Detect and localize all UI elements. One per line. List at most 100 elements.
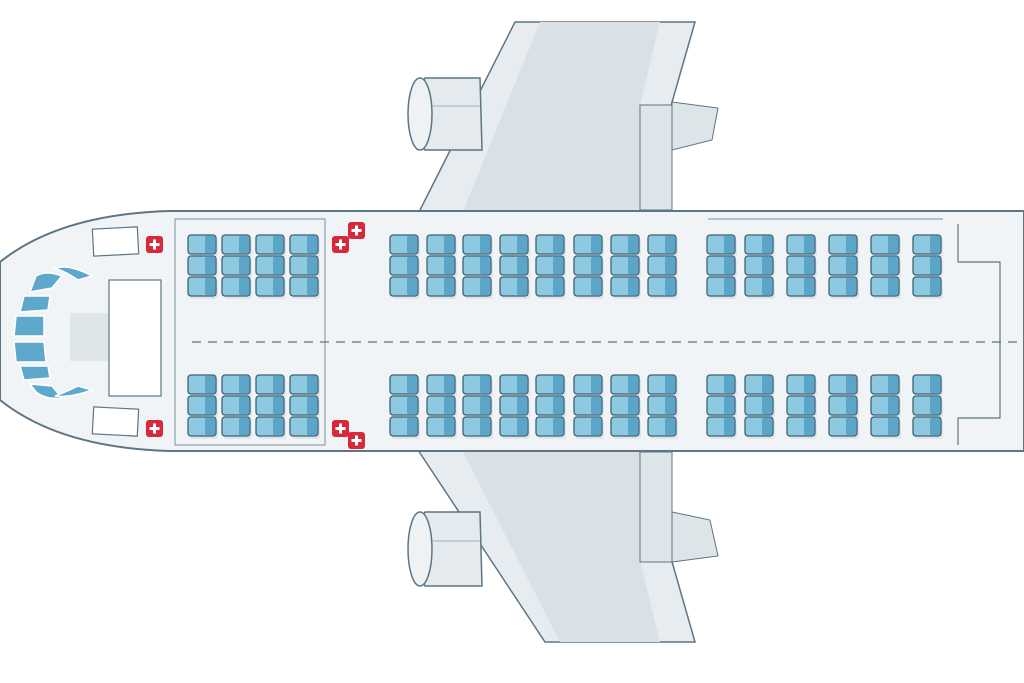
seat-middle-upper-3-3[interactable] xyxy=(462,276,493,299)
seat-front-upper-1-1[interactable] xyxy=(187,234,218,257)
seat-rear-lower-3-2[interactable] xyxy=(786,395,817,418)
seat-front-lower-4-3[interactable] xyxy=(289,416,320,439)
seat-middle-upper-4-2[interactable] xyxy=(499,255,530,278)
seat-front-lower-3-3[interactable] xyxy=(255,416,286,439)
seat-rear-lower-3-1[interactable] xyxy=(786,374,817,397)
seat-front-upper-1-2[interactable] xyxy=(187,255,218,278)
seat-front-lower-3-1[interactable] xyxy=(255,374,286,397)
seat-middle-lower-5-1[interactable] xyxy=(535,374,566,397)
seat-middle-lower-7-3[interactable] xyxy=(610,416,641,439)
seat-rear-upper-5-3[interactable] xyxy=(870,276,901,299)
seat-middle-lower-2-1[interactable] xyxy=(426,374,457,397)
seat-middle-upper-3-1[interactable] xyxy=(462,234,493,257)
seat-front-upper-1-3[interactable] xyxy=(187,276,218,299)
seat-rear-upper-3-2[interactable] xyxy=(786,255,817,278)
seat-front-upper-2-3[interactable] xyxy=(221,276,252,299)
seat-rear-upper-1-2[interactable] xyxy=(706,255,737,278)
seat-middle-lower-7-2[interactable] xyxy=(610,395,641,418)
seat-front-lower-4-1[interactable] xyxy=(289,374,320,397)
seat-rear-lower-4-3[interactable] xyxy=(828,416,859,439)
seat-middle-upper-1-3[interactable] xyxy=(389,276,420,299)
seat-middle-upper-1-1[interactable] xyxy=(389,234,420,257)
seat-front-lower-2-3[interactable] xyxy=(221,416,252,439)
seat-front-upper-3-3[interactable] xyxy=(255,276,286,299)
seat-rear-upper-2-3[interactable] xyxy=(744,276,775,299)
seat-front-upper-4-1[interactable] xyxy=(289,234,320,257)
seat-front-upper-3-1[interactable] xyxy=(255,234,286,257)
seat-rear-lower-6-1[interactable] xyxy=(912,374,943,397)
seat-rear-lower-2-1[interactable] xyxy=(744,374,775,397)
seat-middle-upper-2-2[interactable] xyxy=(426,255,457,278)
seat-middle-lower-3-3[interactable] xyxy=(462,416,493,439)
seat-rear-lower-4-2[interactable] xyxy=(828,395,859,418)
seat-rear-lower-2-3[interactable] xyxy=(744,416,775,439)
seat-rear-upper-1-3[interactable] xyxy=(706,276,737,299)
seat-rear-upper-3-1[interactable] xyxy=(786,234,817,257)
seat-middle-upper-7-1[interactable] xyxy=(610,234,641,257)
seat-rear-upper-5-1[interactable] xyxy=(870,234,901,257)
lavatory[interactable] xyxy=(108,279,162,397)
seat-rear-upper-4-3[interactable] xyxy=(828,276,859,299)
seat-middle-lower-2-3[interactable] xyxy=(426,416,457,439)
seat-middle-lower-5-2[interactable] xyxy=(535,395,566,418)
seat-front-lower-3-2[interactable] xyxy=(255,395,286,418)
seat-middle-lower-6-1[interactable] xyxy=(573,374,604,397)
seat-middle-upper-8-3[interactable] xyxy=(647,276,678,299)
seat-middle-lower-1-3[interactable] xyxy=(389,416,420,439)
seat-rear-upper-2-2[interactable] xyxy=(744,255,775,278)
seat-middle-lower-8-2[interactable] xyxy=(647,395,678,418)
seat-front-lower-2-1[interactable] xyxy=(221,374,252,397)
seat-front-lower-1-3[interactable] xyxy=(187,416,218,439)
seat-rear-lower-6-3[interactable] xyxy=(912,416,943,439)
seat-middle-lower-2-2[interactable] xyxy=(426,395,457,418)
seat-middle-upper-8-1[interactable] xyxy=(647,234,678,257)
seat-rear-lower-3-3[interactable] xyxy=(786,416,817,439)
seat-front-upper-2-1[interactable] xyxy=(221,234,252,257)
seat-middle-upper-6-2[interactable] xyxy=(573,255,604,278)
seat-middle-lower-3-2[interactable] xyxy=(462,395,493,418)
seat-rear-upper-4-2[interactable] xyxy=(828,255,859,278)
seat-middle-lower-4-1[interactable] xyxy=(499,374,530,397)
seat-front-lower-1-2[interactable] xyxy=(187,395,218,418)
seat-middle-upper-7-2[interactable] xyxy=(610,255,641,278)
seat-middle-upper-3-2[interactable] xyxy=(462,255,493,278)
seat-rear-upper-6-1[interactable] xyxy=(912,234,943,257)
seat-rear-upper-4-1[interactable] xyxy=(828,234,859,257)
seat-rear-lower-4-1[interactable] xyxy=(828,374,859,397)
seat-front-lower-4-2[interactable] xyxy=(289,395,320,418)
seat-middle-upper-5-3[interactable] xyxy=(535,276,566,299)
seat-rear-lower-5-3[interactable] xyxy=(870,416,901,439)
seat-front-upper-3-2[interactable] xyxy=(255,255,286,278)
seat-middle-lower-8-3[interactable] xyxy=(647,416,678,439)
seat-rear-upper-6-3[interactable] xyxy=(912,276,943,299)
seat-middle-lower-1-2[interactable] xyxy=(389,395,420,418)
seat-rear-upper-6-2[interactable] xyxy=(912,255,943,278)
seat-rear-lower-5-1[interactable] xyxy=(870,374,901,397)
seat-rear-lower-1-3[interactable] xyxy=(706,416,737,439)
seat-rear-lower-1-1[interactable] xyxy=(706,374,737,397)
seat-middle-lower-8-1[interactable] xyxy=(647,374,678,397)
seat-middle-upper-2-1[interactable] xyxy=(426,234,457,257)
seat-front-lower-1-1[interactable] xyxy=(187,374,218,397)
seat-middle-lower-6-3[interactable] xyxy=(573,416,604,439)
seat-front-lower-2-2[interactable] xyxy=(221,395,252,418)
seat-rear-upper-5-2[interactable] xyxy=(870,255,901,278)
seat-rear-lower-6-2[interactable] xyxy=(912,395,943,418)
seat-rear-upper-2-1[interactable] xyxy=(744,234,775,257)
seat-middle-upper-2-3[interactable] xyxy=(426,276,457,299)
seat-front-upper-2-2[interactable] xyxy=(221,255,252,278)
seat-middle-lower-4-2[interactable] xyxy=(499,395,530,418)
seat-middle-upper-6-1[interactable] xyxy=(573,234,604,257)
seat-middle-lower-5-3[interactable] xyxy=(535,416,566,439)
seat-middle-upper-4-3[interactable] xyxy=(499,276,530,299)
seat-middle-lower-4-3[interactable] xyxy=(499,416,530,439)
seat-middle-lower-1-1[interactable] xyxy=(389,374,420,397)
seat-middle-upper-5-1[interactable] xyxy=(535,234,566,257)
seat-rear-lower-2-2[interactable] xyxy=(744,395,775,418)
seat-rear-lower-5-2[interactable] xyxy=(870,395,901,418)
seat-middle-upper-6-3[interactable] xyxy=(573,276,604,299)
seat-middle-upper-1-2[interactable] xyxy=(389,255,420,278)
galley-lower[interactable] xyxy=(91,406,140,437)
seat-front-upper-4-3[interactable] xyxy=(289,276,320,299)
seat-middle-upper-5-2[interactable] xyxy=(535,255,566,278)
